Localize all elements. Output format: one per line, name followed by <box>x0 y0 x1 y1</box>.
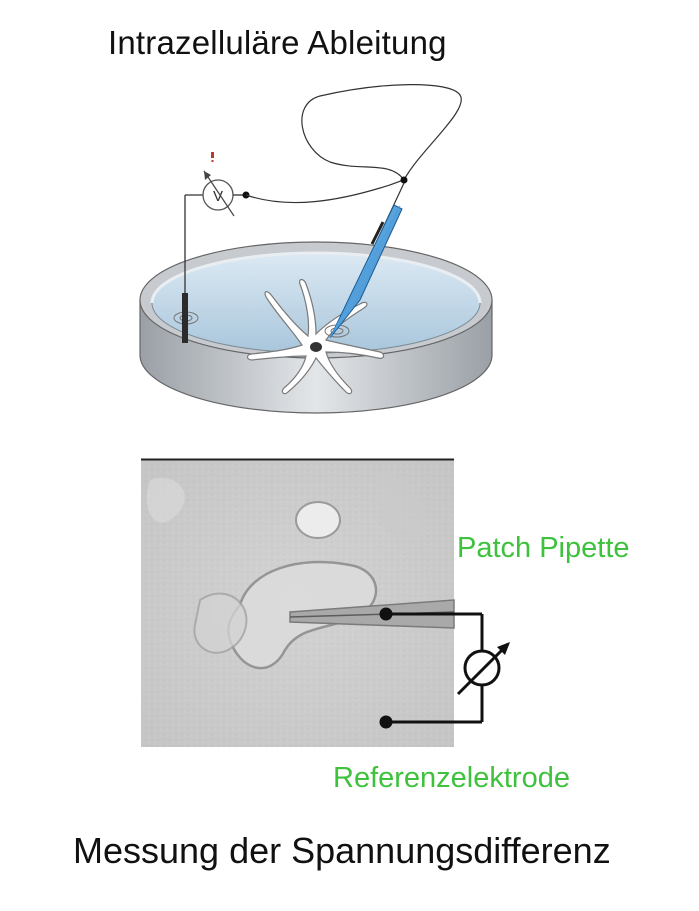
patch-pipette-label: Patch Pipette <box>457 532 630 564</box>
variable-meter-icon <box>456 642 510 696</box>
top-title: Intrazelluläre Ableitung <box>108 24 447 61</box>
pipette-contact-dot <box>379 607 393 621</box>
reference-contact-dot <box>379 715 393 729</box>
reference-electrode-rod <box>182 194 203 343</box>
recording-cable <box>245 84 462 204</box>
voltmeter-symbol: V <box>213 188 223 205</box>
reference-electrode-label: Referenzelektrode <box>333 762 570 794</box>
measurement-circuit <box>379 607 510 729</box>
bottom-title: Messung der Spannungsdifferenz <box>73 830 611 871</box>
pipette <box>329 182 405 339</box>
micrograph-photo <box>141 458 455 747</box>
voltmeter-icon: V <box>202 152 250 217</box>
